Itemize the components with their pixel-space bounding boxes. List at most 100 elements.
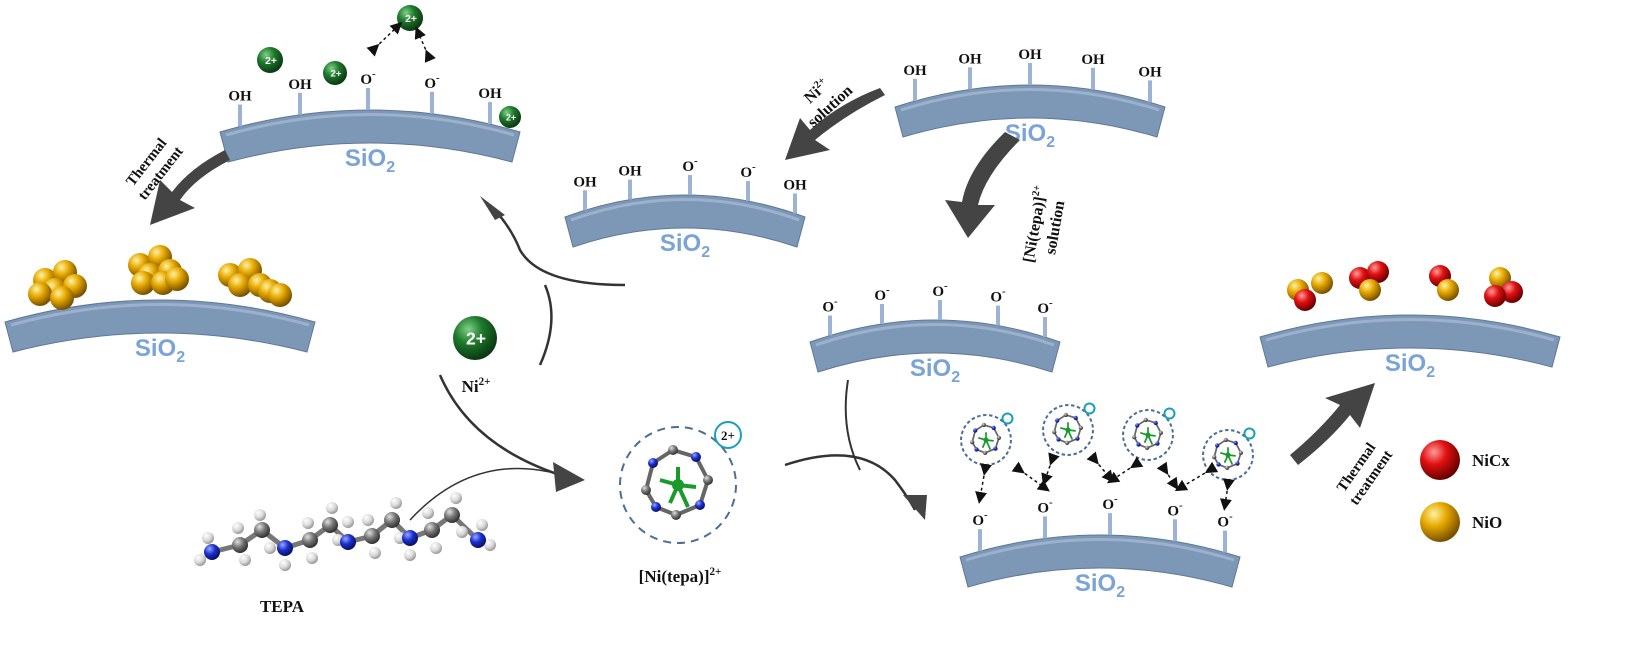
legend-label-nicx: NiCx (1472, 451, 1510, 470)
surface-oh-0-label: OH (903, 63, 927, 79)
tepa-h-16 (404, 549, 416, 561)
surface-ominus-0-label: O- (822, 296, 838, 316)
electrostatic-link-1 (366, 21, 403, 57)
tepa-molecule: TEPA (194, 492, 496, 616)
complex-main-ni-center (672, 479, 684, 491)
complex-adsorbed-2-atom-5 (1155, 441, 1160, 446)
surface-oh-3-label: OH (1081, 52, 1105, 68)
tepa-atom-6 (340, 534, 356, 550)
electrostatic-link-2 (414, 26, 436, 63)
complex-adsorbed-3-atom-2 (1223, 437, 1228, 443)
complex-adsorbed-3-atom-0 (1212, 455, 1217, 460)
complex-adsorbed-1-atom-4 (1078, 425, 1084, 430)
complex-adsorbed-2-shell (1122, 409, 1174, 461)
support-partially-deprotonated: SiO2 (564, 194, 806, 261)
tepa-atom-0 (204, 544, 220, 560)
complex-main-atom-0 (641, 485, 651, 495)
complex-main-badge (714, 421, 742, 449)
curve-head-adsorb (903, 495, 927, 520)
surface-group-left-3-label: O- (424, 72, 440, 92)
curve-to-adsorbed (489, 204, 626, 287)
complex-link-0 (975, 463, 992, 504)
curve-tepa-to-complex (409, 467, 551, 521)
ni-ion-adsorbed-3-charge: 2+ (405, 14, 417, 25)
particle-right-1 (1311, 272, 1333, 294)
surface-ominus-b-0-label: O- (972, 509, 988, 529)
ni-ion-adsorbed-2-charge: 2+ (331, 69, 342, 80)
surface-ominus-b-1-label: O- (1037, 496, 1053, 516)
complex-link-3 (1086, 451, 1114, 483)
complex-adsorbed-1-atom-2 (1063, 412, 1068, 418)
support-slab (1259, 314, 1561, 368)
tepa-h-11 (342, 516, 354, 528)
support-ni-adsorbed: SiO2 (219, 109, 521, 176)
support-fully-deprotonated: SiO2 (809, 319, 1061, 386)
surface-ominus-4-label: O- (1037, 297, 1053, 317)
complex-adsorbed-2-atom-2 (1143, 417, 1148, 423)
tepa-atom-11 (444, 507, 460, 523)
complex-adsorbed-3-atom-5 (1235, 461, 1240, 466)
tepa-label: TEPA (260, 597, 305, 616)
support-hydroxylated: SiO2 (894, 84, 1166, 151)
complex-adsorbed-1-shell (1042, 404, 1094, 456)
tepa-h-0 (194, 554, 206, 566)
complex-adsorbed-2-atom-0 (1132, 435, 1137, 440)
support-slab (4, 299, 316, 353)
complex-adsorbed-1-atom-1 (1055, 418, 1060, 423)
complex-adsorbed-3-atom-4 (1238, 450, 1244, 455)
complex-adsorbed-3-ni-center (1225, 452, 1231, 458)
complex-main-atom-1 (648, 458, 658, 468)
complex-link-1 (1011, 461, 1050, 492)
support-label: SiO2 (345, 145, 395, 176)
curve-to-adsorb-complex (784, 454, 917, 511)
complex-main-shell (619, 426, 737, 544)
tepa-atom-1 (232, 537, 248, 553)
complex-adsorbed-1-ni-center (1065, 427, 1071, 433)
support-nio-aggregated: SiO2 (4, 299, 316, 366)
tepa-h-7 (306, 552, 318, 564)
support-label: SiO2 (135, 335, 185, 366)
surface-ominus-b-3-label: O- (1167, 499, 1183, 519)
complex-adsorbed-2-atom-3 (1153, 420, 1158, 426)
nio-cluster-c-5 (268, 283, 292, 307)
support-highlight (900, 88, 1160, 112)
complex-adsorbed-1-atom-5 (1075, 436, 1080, 441)
tepa-h-6 (279, 559, 291, 571)
complex-adsorbed-2-atom-4 (1158, 430, 1164, 435)
support-slab (894, 84, 1166, 138)
surface-oh-2-label: OH (1018, 47, 1042, 63)
curve-head-complex (553, 462, 585, 492)
surface-group-mid-3-label: O- (740, 161, 756, 181)
support-slab (959, 534, 1241, 588)
complex-adsorbed-3 (1202, 427, 1256, 481)
ni-ion-adsorbed-1-charge: 2+ (265, 56, 277, 67)
tepa-h-2 (239, 554, 251, 566)
ni-ion-adsorbed-4 (499, 106, 521, 128)
support-slab (809, 319, 1061, 373)
complex-adsorbed-0-atom-0 (970, 440, 975, 445)
ni-ion-free-charge: 2+ (466, 329, 486, 349)
nio-cluster-a-5 (50, 286, 74, 310)
complex-link-7 (1219, 478, 1235, 511)
tepa-h-14 (390, 497, 402, 509)
curve-ni-to-complex (438, 374, 561, 477)
nio-cluster-a-4 (28, 282, 52, 306)
tepa-h-1 (202, 532, 214, 544)
tepa-h-13 (362, 514, 374, 526)
surface-group-mid-4-label: OH (783, 177, 807, 193)
ni-ion-adsorbed-1 (257, 47, 283, 73)
curve-down-from-deprot (844, 379, 861, 471)
arrow-thermal-left (150, 150, 230, 225)
tepa-h-19 (450, 492, 462, 504)
support-label: SiO2 (910, 355, 960, 386)
legend-swatch-nio (1420, 502, 1460, 542)
nio-cluster-b-6 (165, 267, 189, 291)
surface-group-left-0-label: OH (228, 89, 252, 105)
complex-adsorbed-0-atom-6 (982, 450, 988, 456)
label-tepa-solution: [Ni(tepa)]2+solution (1020, 184, 1068, 264)
support-highlight (1265, 318, 1555, 342)
complex-adsorbed-2-atom-1 (1135, 423, 1140, 428)
tepa-h-18 (422, 507, 434, 519)
support-label: SiO2 (1385, 350, 1435, 381)
